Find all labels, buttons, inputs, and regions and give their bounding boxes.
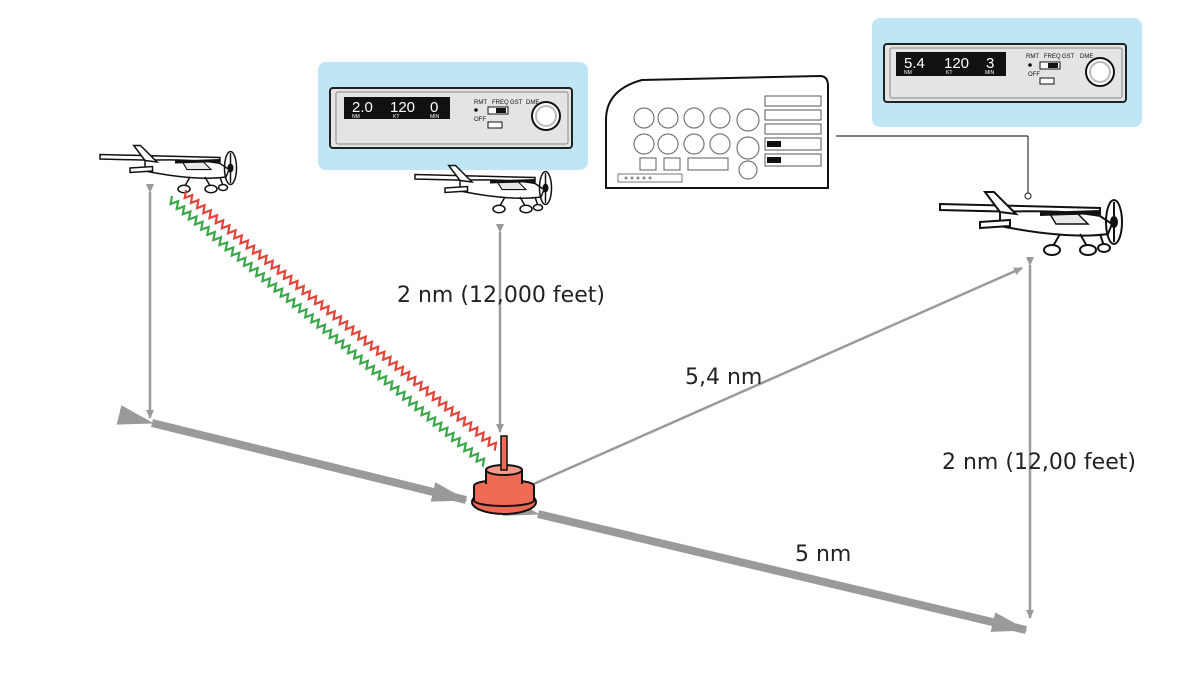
dme-power-switch[interactable] xyxy=(1039,77,1055,85)
dme-power-switch[interactable] xyxy=(487,121,503,129)
cockpit-panel-illustration xyxy=(605,74,1032,200)
ground-distance-arrow-right xyxy=(502,496,1028,634)
altitude-right-label: 2 nm (12,00 feet) xyxy=(942,450,1136,475)
airplane-left-icon xyxy=(99,144,238,194)
dme-speed-readout: 120 xyxy=(390,99,415,116)
dme-display xyxy=(896,52,1006,76)
slant-range-arrow xyxy=(511,266,1023,497)
dme-time-readout: 3 xyxy=(986,55,994,72)
overhead-distance-label: 2 nm (12,000 feet) xyxy=(397,283,605,308)
slant-range-label: 5,4 nm xyxy=(685,365,762,390)
dme-off-label: OFF xyxy=(474,117,486,123)
dme-time-unit: MIN xyxy=(985,70,995,76)
dme-speed-unit: KT xyxy=(393,114,399,120)
dme-mode-label-dme: DME xyxy=(1080,54,1093,60)
dme-display xyxy=(344,97,450,119)
reply-signal-green xyxy=(169,195,486,467)
dme-distance-readout: 5.4 xyxy=(904,55,925,72)
dme-distance-unit: NM xyxy=(352,114,360,120)
dme-speed-readout: 120 xyxy=(944,55,969,72)
dme-ground-station-icon xyxy=(471,435,537,515)
dme-speed-unit: KT xyxy=(946,70,952,76)
airplane-overhead-icon xyxy=(414,164,553,214)
dme-time-readout: 0 xyxy=(430,99,438,116)
callout-dot xyxy=(1024,192,1032,200)
dme-mode-label-freq: FREQ xyxy=(1044,54,1061,60)
dme-mode-label-rmt: RMT xyxy=(474,100,487,106)
dme-distance-readout: 2.0 xyxy=(352,99,373,116)
dme-off-label: OFF xyxy=(1028,72,1040,78)
airplane-right-icon xyxy=(939,191,1123,256)
dme-mode-label-gst: GST xyxy=(1062,54,1075,60)
dme-time-unit: MIN xyxy=(430,114,440,120)
dme-mode-label-freq: FREQ xyxy=(492,100,509,106)
dme-panel-right: 5.4 NM 120 KT 3 MIN RMT FREQ GST DME OFF xyxy=(872,18,1142,127)
interrogation-signal-red xyxy=(183,189,498,451)
dme-mode-label-rmt: RMT xyxy=(1026,54,1039,60)
dme-distance-unit: NM xyxy=(904,70,912,76)
dme-mode-label-gst: GST xyxy=(510,100,523,106)
ground-distance-label: 5 nm xyxy=(795,542,851,567)
dme-mode-label-dme: DME xyxy=(526,100,539,106)
ground-distance-arrow-left xyxy=(116,405,468,504)
dme-panel-left: 2.0 NM 120 KT 0 MIN RMT FREQ GST DME OFF xyxy=(318,62,588,170)
